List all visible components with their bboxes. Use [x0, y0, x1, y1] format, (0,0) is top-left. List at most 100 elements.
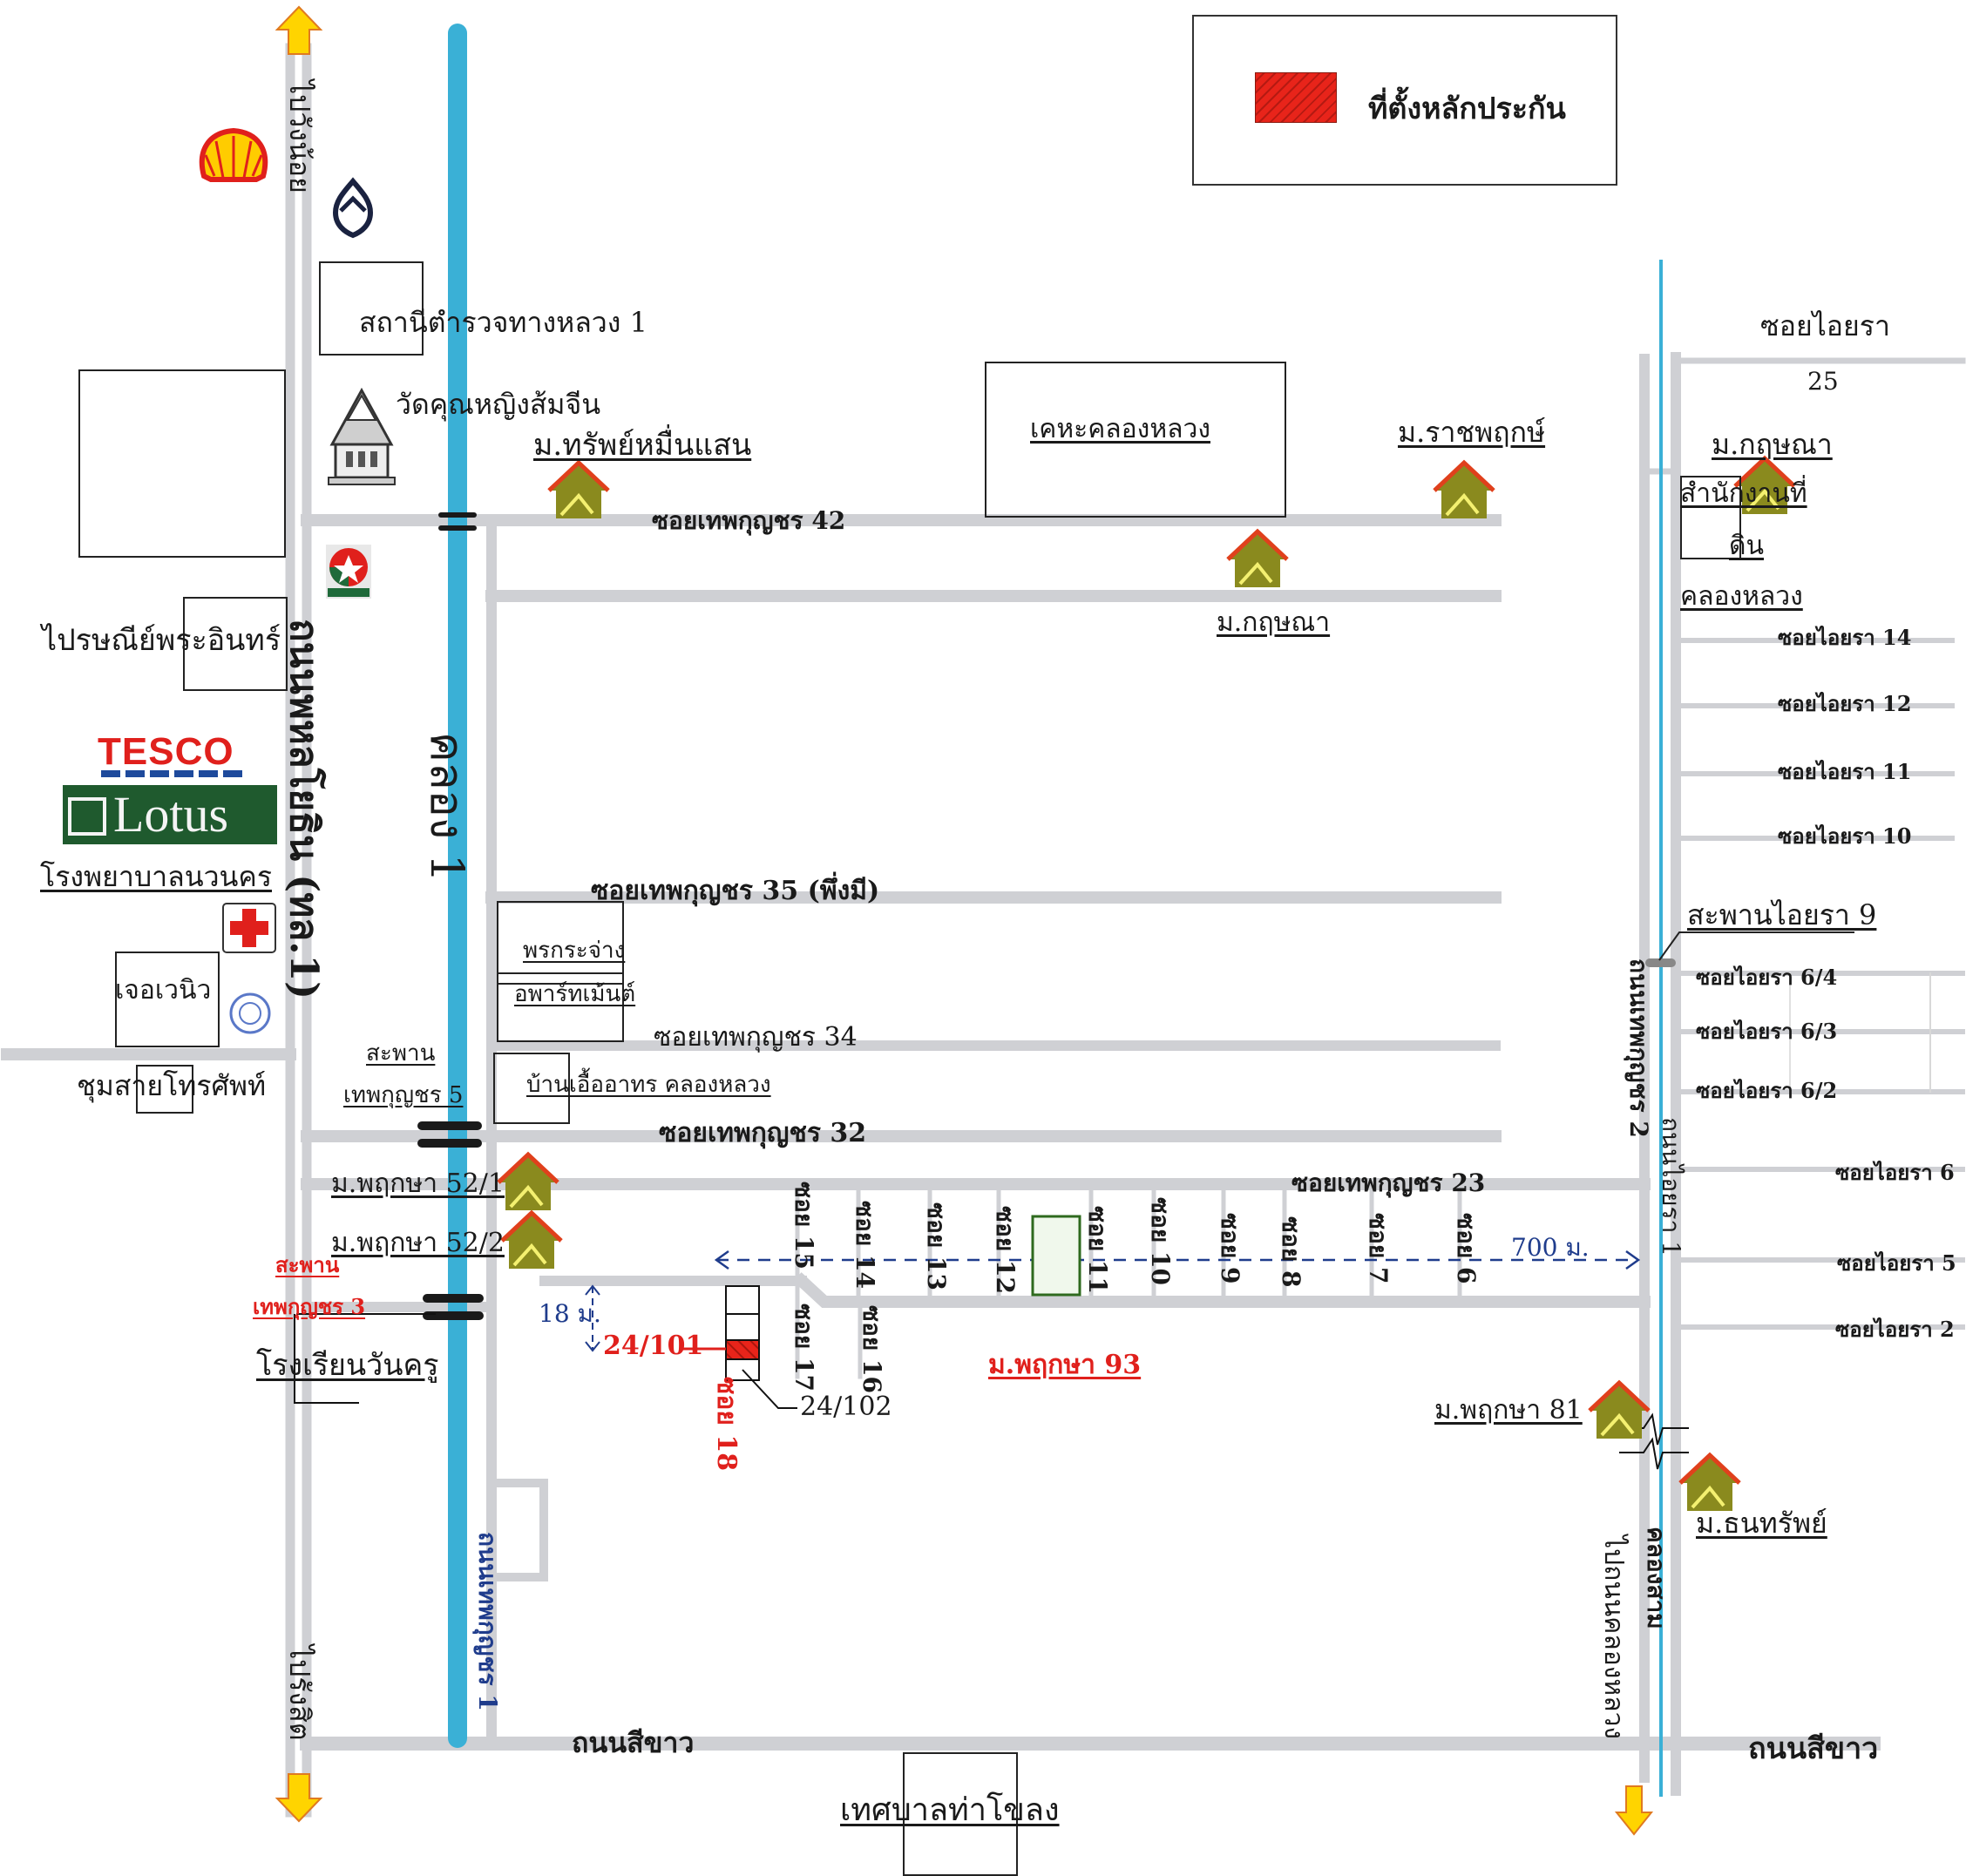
arrow-south-right-icon	[1614, 1785, 1654, 1836]
ai-yara-10-label: ซอยไอยรา 10	[1778, 823, 1912, 849]
lotus-emblem-icon	[68, 796, 106, 836]
bank-logo-icon	[332, 177, 374, 239]
property-lots	[725, 1285, 760, 1381]
khlong-luang-housing-box	[985, 362, 1286, 518]
legend-swatch	[1255, 72, 1337, 123]
temple-label: วัดคุณหญิงส้มจีน	[396, 388, 601, 421]
village-phruksa-52-2-label: ม.พฤกษา 52/2	[331, 1228, 505, 1258]
soi-17-label: ซอย 17	[790, 1304, 818, 1392]
soi-42-label: ซอยเทพกุญชร 42	[652, 506, 846, 535]
jusco-label: เจอเวนิว	[115, 975, 212, 1006]
canal-1-label: คลอง 1	[420, 732, 472, 883]
phahonyothin-label: ถนนพหลโยธิน (ทล.1)	[281, 619, 326, 999]
police-station-box	[319, 261, 424, 356]
soi-6-label: ซอย 6	[1452, 1213, 1481, 1284]
land-office-label-c: คลองหลวง	[1680, 581, 1803, 612]
ai-yara-12-label: ซอยไอยรา 12	[1778, 691, 1912, 716]
government-seal-icon	[229, 992, 271, 1034]
apartment-label: อพาร์ทเม้นต์	[514, 981, 636, 1007]
temple-icon	[328, 387, 396, 485]
khlong-sam-label: คลองสาม	[1642, 1527, 1671, 1629]
village-krisana-center-label: ม.กฤษณา	[1217, 607, 1331, 638]
apartment-box	[497, 972, 624, 1042]
village-ratchaphruk-label: ม.ราชพฤกษ์	[1398, 416, 1546, 449]
soi-18-label: ซอย 18	[711, 1377, 742, 1472]
village-krisana-right-label: ม.กฤษณา	[1712, 428, 1833, 461]
post-office-box	[183, 597, 288, 691]
ai-yara-2-label: ซอยไอยรา 2	[1835, 1317, 1955, 1342]
arrow-north-icon	[275, 5, 323, 55]
si-khao-right-label: ถนนสีขาว	[1748, 1731, 1879, 1766]
ai-yara-6-2-label: ซอยไอยรา 6/2	[1696, 1078, 1838, 1103]
to-rangsit-label: ไปรังสิต	[283, 1645, 316, 1741]
soi-23-label: ซอยเทพกุญชร 23	[1291, 1168, 1486, 1197]
soi-9-label: ซอย 9	[1216, 1213, 1244, 1284]
distance-700m-label: 700 ม.	[1511, 1233, 1590, 1262]
thep-kunchon-2-label: ถนนเทพกุญชร 2	[1624, 958, 1653, 1138]
shell-logo-icon	[199, 127, 268, 182]
ai-yara-11-label: ซอยไอยรา 11	[1778, 759, 1912, 784]
food-house-label: บ้านเอื้ออาทร คลองหลวง	[526, 1072, 771, 1098]
soi-32-label: ซอยเทพกุญชร 32	[659, 1118, 867, 1148]
soi-10-label: ซอย 10	[1146, 1197, 1175, 1285]
bridges	[417, 512, 1676, 1320]
property-target-label: 24/101	[603, 1331, 704, 1361]
police-station-label: สถานีตำรวจทางหลวง 1	[359, 306, 647, 339]
target-lot	[725, 1339, 760, 1360]
ai-yara-25-label-num: 25	[1807, 367, 1839, 396]
jusco-box	[115, 952, 220, 1047]
telephone-exchange-label: ชุมสายโทรศัพท์	[77, 1069, 267, 1102]
thep-kunchon-1-label: ถนนเทพกุญชร 1	[473, 1532, 502, 1711]
si-khao-left-label: ถนนสีขาว	[572, 1726, 695, 1759]
village-phruksa-52-1-label: ม.พฤกษา 52/1	[331, 1168, 505, 1199]
tesco-logo: TESCO	[98, 730, 234, 773]
phon-krachang-label: พรกระจ่าง	[523, 938, 626, 964]
telephone-box	[136, 1065, 193, 1114]
land-office-label-b: ดิน	[1729, 531, 1764, 561]
leader-school	[294, 1314, 359, 1404]
soi-15-label: ซอย 15	[790, 1182, 818, 1270]
legend: ที่ตั้งหลักประกัน	[1192, 15, 1617, 186]
soi-12-label: ซอย 12	[991, 1206, 1020, 1294]
ai-yara-1-label: ถนนไอยรา 1	[1657, 1117, 1685, 1257]
soi-35-label: ซอยเทพกุญชร 35 (พึ่งมี)	[591, 876, 880, 906]
ai-yara-6-label: ซอยไอยรา 6	[1835, 1160, 1955, 1185]
ai-yara-5-label: ซอยไอยรา 5	[1837, 1250, 1956, 1276]
village-phruksa-81-label: ม.พฤกษา 81	[1434, 1395, 1583, 1426]
bridge-ai-yara-9-label: สะพานไอยรา 9	[1687, 898, 1877, 931]
village-thanasap-label: ม.ธนทรัพย์	[1696, 1507, 1827, 1540]
lotus-logo: Lotus	[63, 785, 277, 844]
caltex-logo-icon	[326, 545, 371, 599]
house-icon	[1680, 1455, 1739, 1511]
soi-7-label: ซอย 7	[1364, 1213, 1393, 1284]
roads	[1, 43, 1966, 1818]
to-wang-noi-label: ไปวังน้อย	[283, 80, 316, 193]
khlong-luang-housing-label: เคหะคลองหลวง	[1030, 414, 1210, 444]
phon-krachang-box	[497, 901, 624, 985]
school-label: โรงเรียนวันครู	[256, 1348, 439, 1383]
leader-24-102	[742, 1369, 797, 1409]
bridge-3-label-a: สะพาน	[275, 1252, 340, 1277]
house-icon	[498, 1155, 558, 1210]
ai-yara-14-label: ซอยไอยรา 14	[1778, 625, 1912, 650]
soi-34-label: ซอยเทพกุญชร 34	[654, 1022, 858, 1053]
food-house-box	[493, 1053, 570, 1124]
property-neighbor-label: 24/102	[800, 1392, 892, 1422]
soi-14-label: ซอย 14	[851, 1201, 879, 1289]
land-office-box	[1680, 476, 1741, 559]
to-khlong-luang-label: ไปถนนคลองหลวง	[1598, 1535, 1629, 1740]
lotus-text: Lotus	[113, 786, 229, 843]
hospital-cross-icon	[222, 903, 276, 953]
tesco-stripes	[101, 770, 244, 777]
ai-yara-6-4-label: ซอยไอยรา 6/4	[1696, 965, 1838, 990]
leader-bridge-ai-yara-9	[1658, 931, 1854, 961]
step-road	[487, 1479, 548, 1581]
municipality-box	[903, 1752, 1018, 1876]
bridge-5-label-b: เทพกุญชร 5	[343, 1082, 464, 1108]
green-plot	[1031, 1215, 1081, 1297]
land-office-label-a: สำนักงานที่	[1680, 478, 1807, 509]
soi-13-label: ซอย 13	[922, 1202, 951, 1290]
soi-8-label: ซอย 8	[1277, 1216, 1305, 1288]
municipality-label: เทศบาลท่าโขลง	[840, 1792, 1060, 1828]
distance-18m-label: 18 ม.	[539, 1299, 601, 1328]
